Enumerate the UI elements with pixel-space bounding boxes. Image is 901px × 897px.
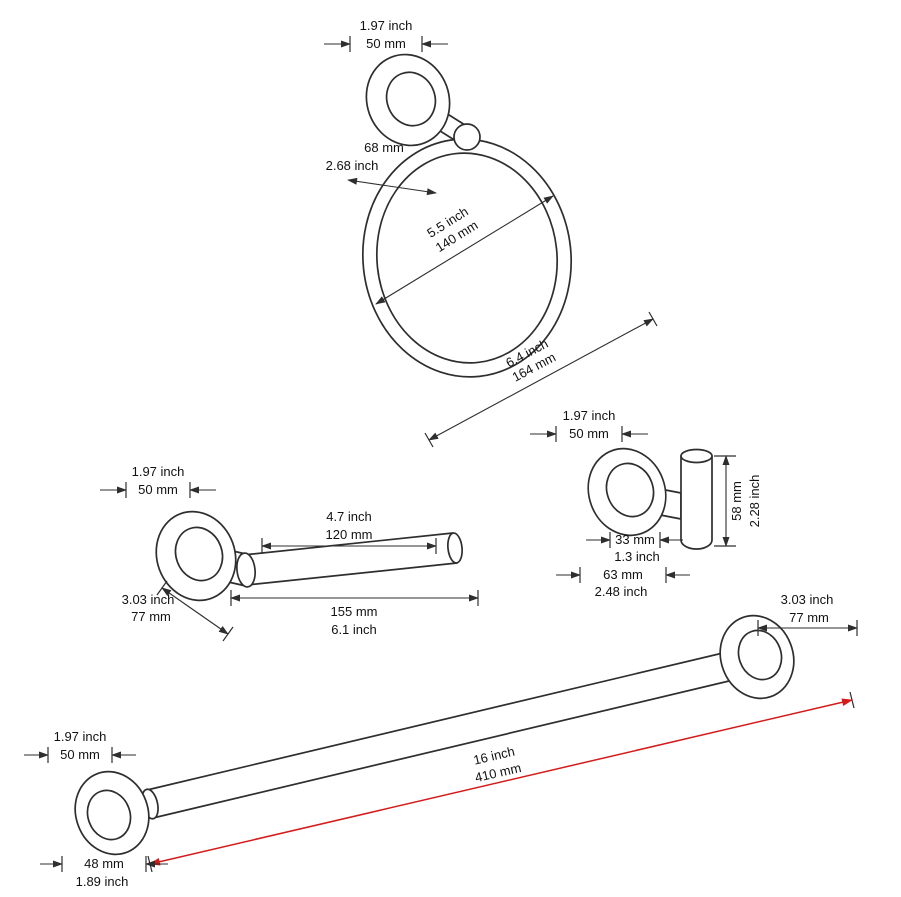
figure-robe-hook: 1.97 inch 50 mm 58 mm 2.28 inch 33 mm 1.…	[530, 408, 762, 599]
dim-label-hook-mount-inch: 1.97 inch	[563, 408, 616, 423]
towel-ring-inner	[375, 152, 559, 364]
dim-paper-roller-length: 4.7 inch 120 mm	[261, 509, 437, 554]
dim-bar-mount-height: 48 mm 1.89 inch	[40, 856, 168, 889]
dim-bar-mount-width: 1.97 inch 50 mm	[24, 729, 136, 763]
dim-label-hook-offset-inch: 1.3 inch	[614, 549, 660, 564]
towel-bar-bottom	[152, 675, 751, 819]
dim-label-bar-mount-mm: 50 mm	[60, 747, 100, 762]
dim-label-paper-projection-inch: 3.03 inch	[122, 592, 175, 607]
dim-line-bar-length	[148, 698, 854, 866]
dim-label-ring-projection-mm: 68 mm	[364, 140, 404, 155]
dim-line	[428, 318, 654, 441]
dim-hook-offset: 33 mm 1.3 inch	[586, 532, 683, 564]
towel-ring-knob	[453, 123, 481, 151]
dim-label-hook-projection-inch: 2.48 inch	[595, 584, 648, 599]
dim-line	[375, 195, 554, 305]
paper-holder-collar	[236, 552, 256, 588]
dim-label-roller-mm: 120 mm	[326, 527, 373, 542]
towel-bar-left-mount-inner	[86, 789, 132, 841]
dim-label-paper-overall-mm: 155 mm	[331, 604, 378, 619]
dim-hook-projection: 63 mm 2.48 inch	[556, 567, 690, 599]
dim-label-hook-projection-mm: 63 mm	[603, 567, 643, 582]
dim-tick	[222, 626, 234, 642]
figure-towel-bar: 3.03 inch 77 mm 1.97 inch 50 mm 16 inch …	[24, 592, 858, 889]
dim-paper-mount-width: 1.97 inch 50 mm	[100, 464, 216, 498]
paper-holder-bar-bottom	[246, 562, 458, 586]
dim-line	[347, 177, 437, 196]
dim-hook-mount-width: 1.97 inch 50 mm	[530, 408, 648, 442]
dim-ring-inner-diameter: 5.5 inch 140 mm	[375, 195, 554, 305]
dim-label-paper-overall-inch: 6.1 inch	[331, 622, 377, 637]
dim-label-paper-mount-mm: 50 mm	[138, 482, 178, 497]
paper-holder-bar-end-cap	[447, 532, 463, 564]
robe-hook-post	[680, 455, 713, 550]
dim-line	[161, 587, 229, 635]
towel-ring-wall-mount-inner	[385, 71, 437, 127]
dim-label-hook-height-inch: 2.28 inch	[747, 475, 762, 528]
dim-label-bar-projection-mm: 77 mm	[789, 610, 829, 625]
dim-tick	[424, 432, 434, 448]
dim-label-bar-mount-height-mm: 48 mm	[84, 856, 124, 871]
dim-tick	[648, 311, 658, 327]
dim-label-hook-height-mm: 58 mm	[729, 481, 744, 521]
dim-label-ring-projection-inch: 2.68 inch	[326, 158, 379, 173]
dim-label-bar-mount-height-inch: 1.89 inch	[76, 874, 129, 889]
dim-ring-mount-width: 1.97 inch 50 mm	[324, 18, 448, 52]
dim-label-bar-projection-inch: 3.03 inch	[781, 592, 834, 607]
towel-bar-top	[146, 647, 745, 791]
dim-bar-length: 16 inch 410 mm	[147, 691, 855, 873]
dim-ring-projection: 68 mm 2.68 inch	[326, 140, 437, 196]
dim-tick	[156, 580, 168, 596]
figure-towel-ring: 1.97 inch 50 mm 68 mm 2.68 inch 5.5 inch…	[324, 18, 658, 448]
towel-bar-right-mount-inner	[737, 629, 783, 681]
figure-paper-holder: 1.97 inch 50 mm 4.7 inch 120 mm 155 mm 6…	[100, 464, 479, 642]
dim-label-hook-mount-mm: 50 mm	[569, 426, 609, 441]
robe-hook-wall-mount-inner	[605, 462, 655, 518]
dim-label-ring-mount-inch: 1.97 inch	[360, 18, 413, 33]
dim-label-ring-mount-mm: 50 mm	[366, 36, 406, 51]
dim-paper-overall-length: 155 mm 6.1 inch	[230, 590, 479, 637]
paper-holder-wall-mount-inner	[174, 526, 224, 582]
dim-label-roller-inch: 4.7 inch	[326, 509, 372, 524]
dim-bar-projection: 3.03 inch 77 mm	[757, 592, 858, 636]
dim-label-paper-mount-inch: 1.97 inch	[132, 464, 185, 479]
dim-label-paper-projection-mm: 77 mm	[131, 609, 171, 624]
dim-label-hook-offset-mm: 33 mm	[615, 532, 655, 547]
dim-label-bar-mount-inch: 1.97 inch	[54, 729, 107, 744]
robe-hook-post-top	[680, 448, 713, 464]
dim-hook-height: 58 mm 2.28 inch	[714, 455, 762, 547]
dim-paper-projection: 3.03 inch 77 mm	[122, 580, 234, 642]
